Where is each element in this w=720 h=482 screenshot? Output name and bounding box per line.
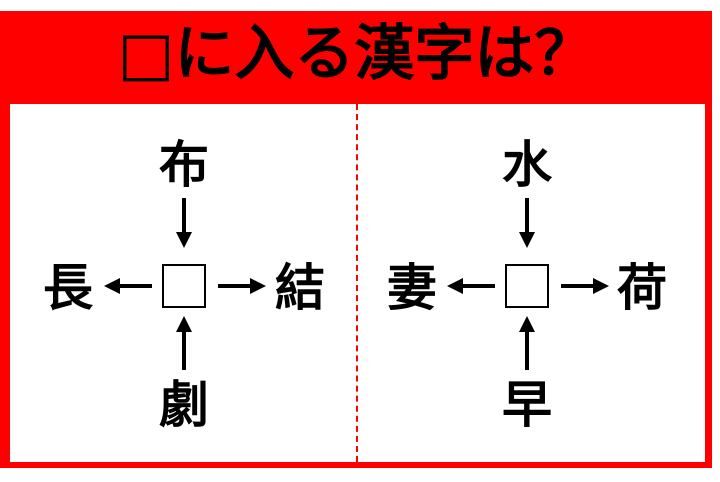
blank-box — [505, 264, 549, 308]
kanji-bottom: 早 — [502, 376, 552, 434]
dashed-divider — [356, 104, 358, 462]
blank-box — [162, 264, 206, 308]
kanji-top: 水 — [502, 136, 552, 194]
kanji-bottom: 劇 — [159, 376, 209, 434]
kanji-right: 結 — [275, 259, 325, 317]
kanji-right: 荷 — [617, 259, 667, 317]
page-title: □に入る漢字は？ — [117, 19, 595, 89]
kanji-left: 長 — [43, 259, 93, 317]
kanji-left: 妻 — [387, 259, 437, 317]
kanji-top: 布 — [159, 136, 209, 194]
